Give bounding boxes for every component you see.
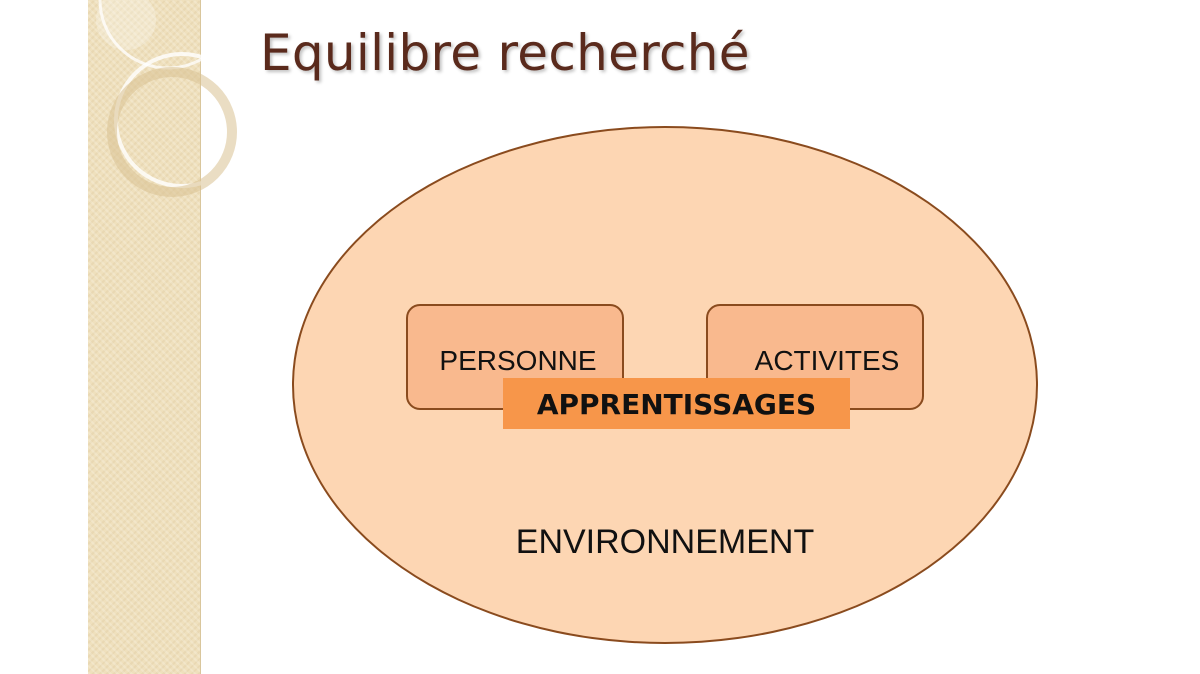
right-margin bbox=[1112, 0, 1200, 674]
personne-box: PERSONNE bbox=[406, 304, 624, 410]
slide: Equilibre recherché PERSONNE ACTIVITES A… bbox=[88, 0, 1112, 674]
environment-label: ENVIRONNEMENT bbox=[515, 523, 815, 561]
apprentissages-bar: APPRENTISSAGES bbox=[503, 378, 850, 429]
activites-label: ACTIVITES bbox=[754, 345, 900, 376]
left-margin bbox=[0, 0, 88, 674]
decorative-side-band bbox=[88, 0, 201, 674]
slide-title: Equilibre recherché bbox=[260, 24, 750, 82]
personne-label: PERSONNE bbox=[439, 345, 597, 376]
decorative-circles-icon bbox=[96, 0, 250, 197]
